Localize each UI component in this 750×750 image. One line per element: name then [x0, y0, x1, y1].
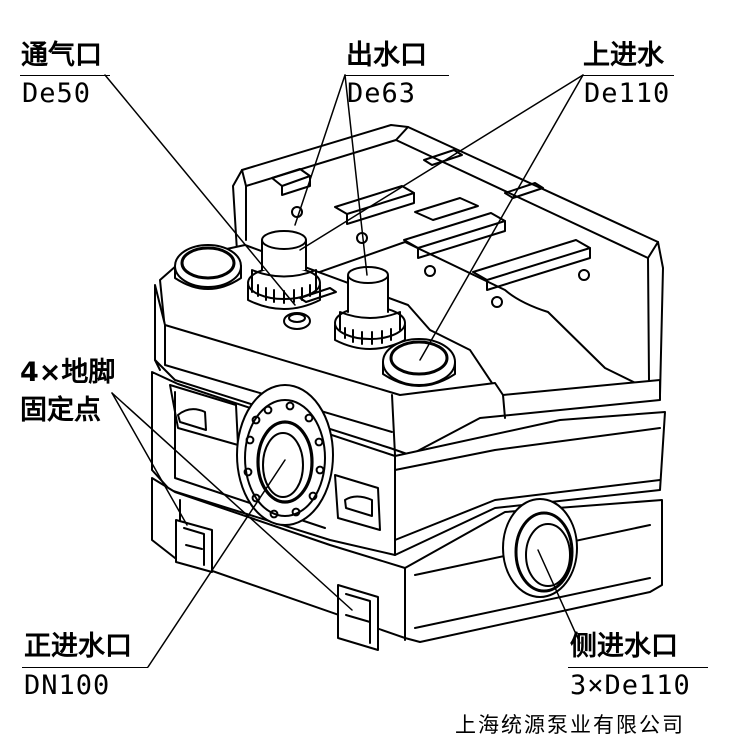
front-inlet-label: 正进水口: [24, 631, 132, 662]
side-inlet-spec: 3×De110: [570, 670, 691, 701]
tank-lid: [232, 124, 664, 396]
foot-bracket-right: [337, 584, 379, 651]
foot-bracket-left: [175, 519, 213, 573]
vent-rule: [20, 75, 110, 76]
top-inlet-rule: [582, 75, 674, 76]
feet-label-line1: 4×地脚: [20, 357, 116, 388]
outlet-spec: De63: [347, 78, 417, 109]
front-inlet-rule: [22, 667, 148, 668]
side-inlet-rule: [568, 667, 708, 668]
outlet-pipe-fitting: [334, 266, 406, 350]
vent-label: 通气口: [21, 40, 102, 71]
top-inlet-port: [382, 338, 456, 387]
company-name: 上海统源泵业有限公司: [455, 713, 685, 737]
front-inlet-spec: DN100: [24, 670, 111, 701]
vent-pipe-fitting: [247, 230, 321, 330]
vent-port-top-left: [174, 244, 242, 290]
feet-label-line2: 固定点: [20, 395, 101, 426]
outlet-rule: [345, 75, 449, 76]
top-inlet-spec: De110: [584, 78, 671, 109]
vent-spec: De50: [22, 78, 92, 109]
top-inlet-label: 上进水: [583, 40, 664, 71]
side-inlet-label: 侧进水口: [570, 631, 678, 662]
outlet-label: 出水口: [346, 40, 427, 71]
front-inlet-flange: [236, 384, 334, 526]
side-inlet-port: [502, 498, 578, 598]
handle-recess-lower: [334, 474, 381, 531]
leader-lines: [104, 74, 584, 668]
